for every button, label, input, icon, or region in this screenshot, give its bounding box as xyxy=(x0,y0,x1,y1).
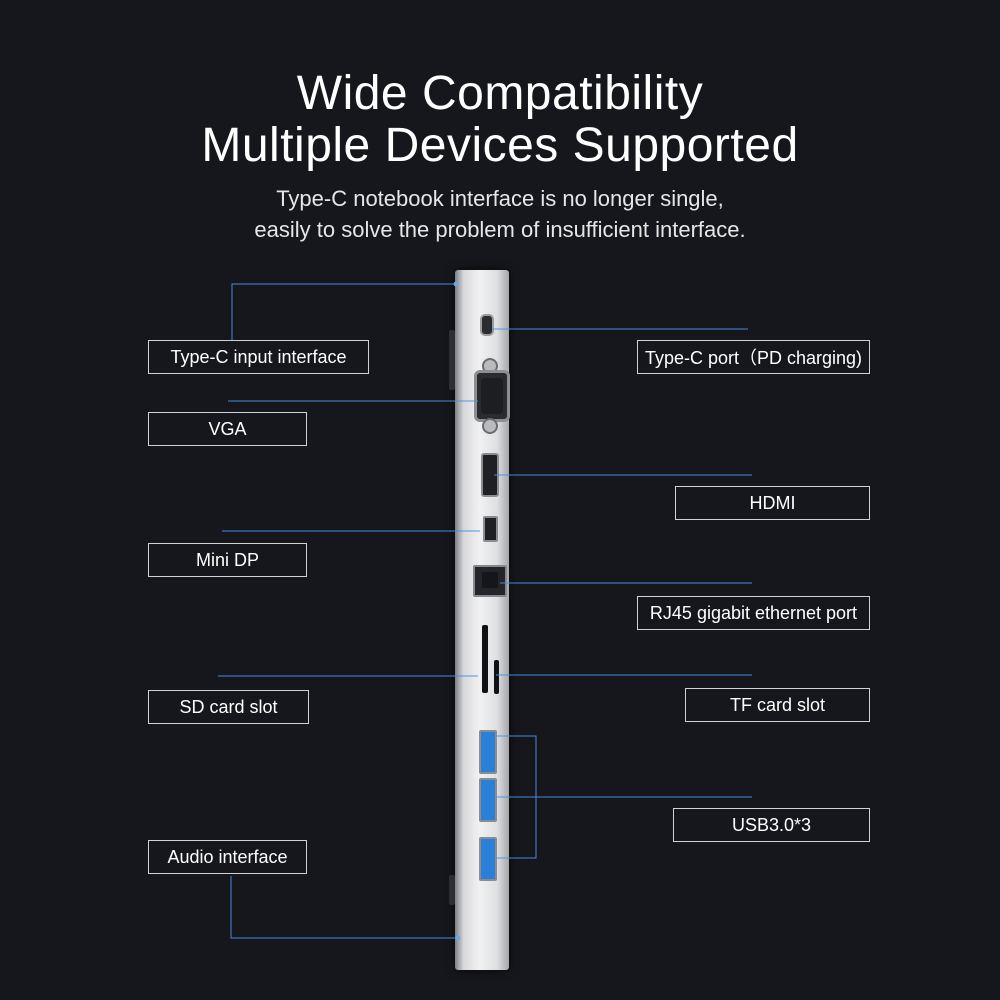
label-typec-port: Type-C port（PD charging) xyxy=(637,340,870,374)
label-typec-input: Type-C input interface xyxy=(148,340,369,374)
headline-line-2: Multiple Devices Supported xyxy=(201,119,799,172)
vga-port xyxy=(474,370,510,422)
label-audio: Audio interface xyxy=(148,840,307,874)
typec-pd-port xyxy=(480,314,494,336)
subheadline-line-2: easily to solve the problem of insuffici… xyxy=(254,217,746,242)
hub-side-edge-bottom xyxy=(449,875,455,905)
usb3-port-3 xyxy=(479,837,497,881)
mini-dp-port xyxy=(483,516,498,542)
vga-screw-bottom xyxy=(482,418,498,434)
headline-line-1: Wide Compatibility xyxy=(296,67,704,120)
label-rj45: RJ45 gigabit ethernet port xyxy=(637,596,870,630)
rj45-port xyxy=(473,565,507,597)
hub-side-edge-top xyxy=(449,330,455,390)
tf-card-port xyxy=(494,660,499,694)
label-usb3: USB3.0*3 xyxy=(673,808,870,842)
label-sd-card: SD card slot xyxy=(148,690,309,724)
label-vga: VGA xyxy=(148,412,307,446)
line-typec-input xyxy=(231,283,456,340)
label-tf-card: TF card slot xyxy=(685,688,870,722)
label-mini-dp: Mini DP xyxy=(148,543,307,577)
subheadline-line-1: Type-C notebook interface is no longer s… xyxy=(276,186,724,211)
usb3-port-2 xyxy=(479,778,497,822)
line-audio xyxy=(230,876,458,939)
usb-c-hub-device xyxy=(449,270,510,970)
sd-card-port xyxy=(482,625,488,693)
usb3-port-1 xyxy=(479,730,497,774)
label-hdmi: HDMI xyxy=(675,486,870,520)
